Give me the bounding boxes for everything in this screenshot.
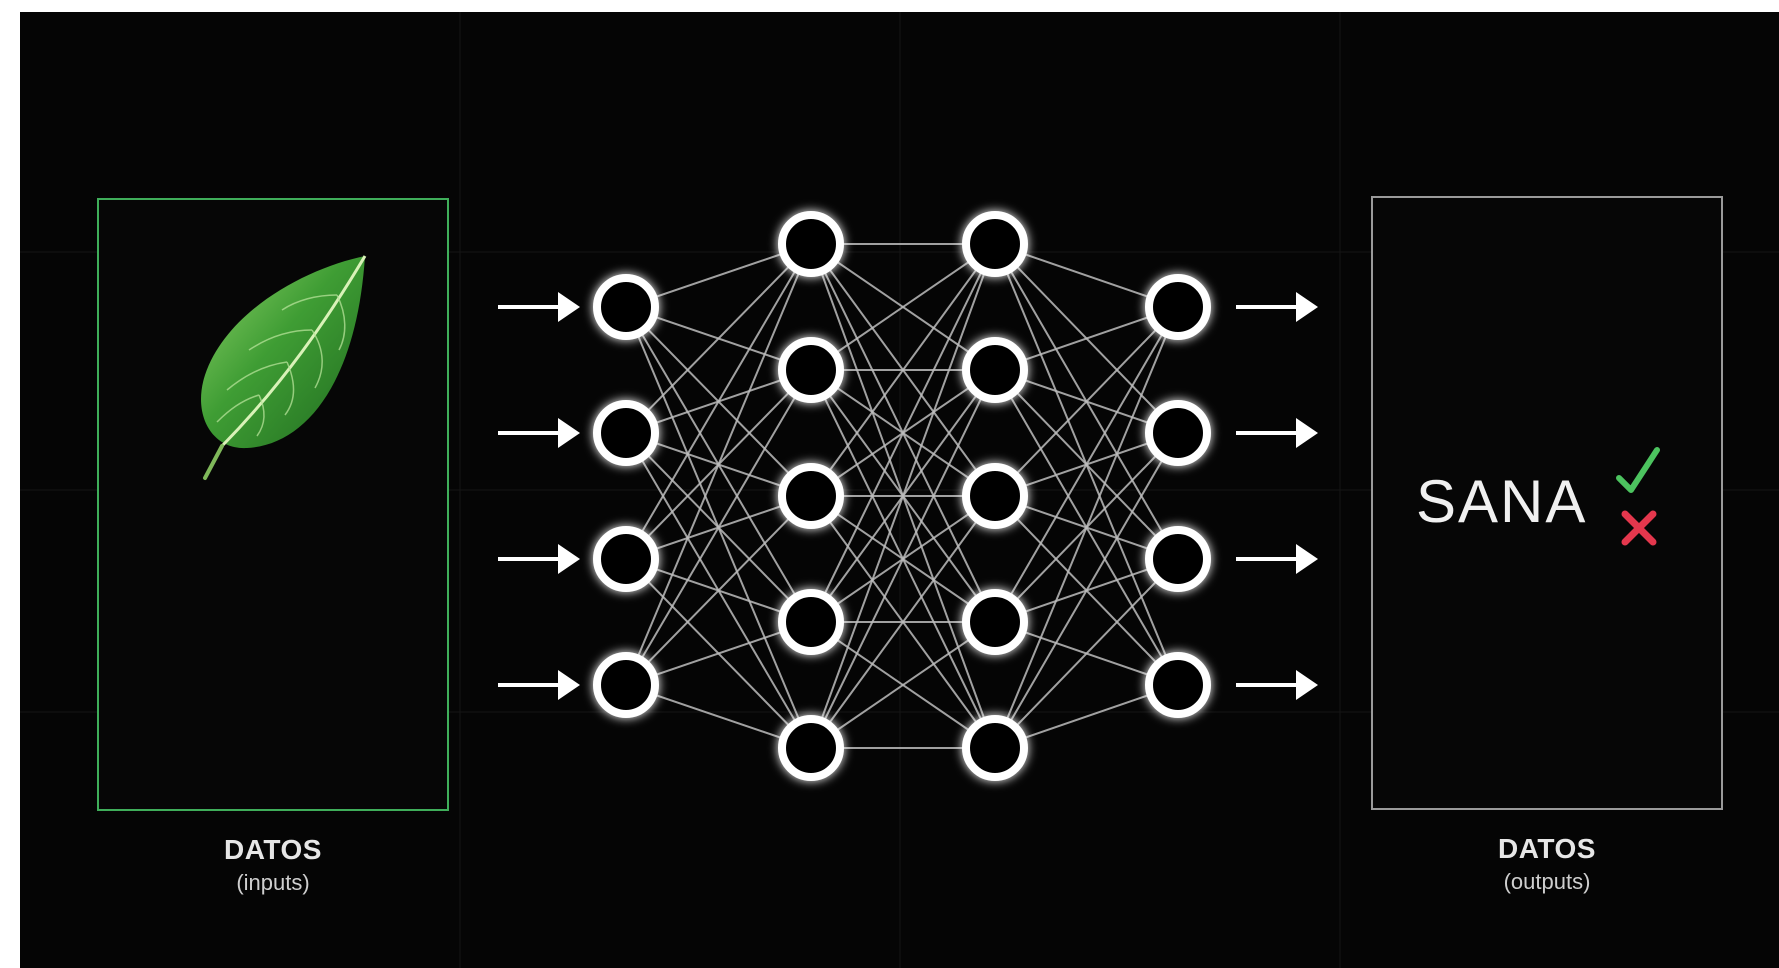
input-arrow-2 (498, 418, 580, 448)
node-layer4-4 (1145, 652, 1211, 718)
output-title: DATOS (1498, 833, 1596, 864)
output-panel (1371, 196, 1723, 810)
network-edges (625, 243, 1179, 749)
node-layer2-2 (778, 337, 844, 403)
edge-2-4-0 (994, 306, 1179, 749)
node-layer1-4 (593, 652, 659, 718)
edge-0-2-0 (625, 243, 812, 560)
node-layer3-4 (962, 589, 1028, 655)
node-layer2-5 (778, 715, 844, 781)
edge-0-1-0 (625, 243, 812, 434)
cross-icon (1621, 510, 1657, 546)
edge-1-1-0 (810, 243, 996, 371)
node-layer1-3 (593, 526, 659, 592)
edge-2-4-2 (994, 558, 1179, 749)
node-layer1-2 (593, 400, 659, 466)
node-layer1-1 (593, 274, 659, 340)
input-title: DATOS (224, 834, 322, 865)
node-layer4-2 (1145, 400, 1211, 466)
edge-1-4-0 (810, 243, 996, 749)
neural-network (498, 211, 1318, 781)
leaf-image (201, 255, 367, 480)
network-arrows (498, 292, 1318, 700)
input-arrow-4 (498, 670, 580, 700)
output-arrow-3 (1236, 544, 1318, 574)
edge-0-3-0 (625, 243, 812, 686)
edge-1-3-0 (810, 243, 996, 623)
network-nodes (593, 211, 1211, 781)
edge-1-2-0 (810, 243, 996, 497)
node-layer3-1 (962, 211, 1028, 277)
output-subtitle: (outputs) (1503, 869, 1591, 894)
node-layer3-3 (962, 463, 1028, 529)
input-arrow-3 (498, 544, 580, 574)
edge-2-4-1 (994, 432, 1179, 749)
node-layer3-5 (962, 715, 1028, 781)
edge-1-4-1 (810, 369, 996, 749)
node-layer4-3 (1145, 526, 1211, 592)
edge-1-4-3 (810, 621, 996, 749)
diagram-frame: DATOS (inputs) SANA DATOS (outputs) (20, 12, 1779, 968)
check-icon (1616, 447, 1660, 493)
node-layer2-3 (778, 463, 844, 529)
node-layer2-4 (778, 589, 844, 655)
output-arrow-1 (1236, 292, 1318, 322)
edge-0-3-2 (625, 495, 812, 686)
edge-0-3-1 (625, 369, 812, 686)
input-panel (97, 198, 449, 811)
node-layer4-1 (1145, 274, 1211, 340)
node-layer2-1 (778, 211, 844, 277)
output-arrow-2 (1236, 418, 1318, 448)
result-label: SANA (1416, 468, 1588, 535)
edge-2-3-0 (994, 306, 1179, 623)
input-arrow-1 (498, 292, 580, 322)
input-subtitle: (inputs) (236, 870, 310, 895)
output-arrow-4 (1236, 670, 1318, 700)
node-layer3-2 (962, 337, 1028, 403)
edge-1-4-2 (810, 495, 996, 749)
edge-2-2-0 (994, 306, 1179, 497)
